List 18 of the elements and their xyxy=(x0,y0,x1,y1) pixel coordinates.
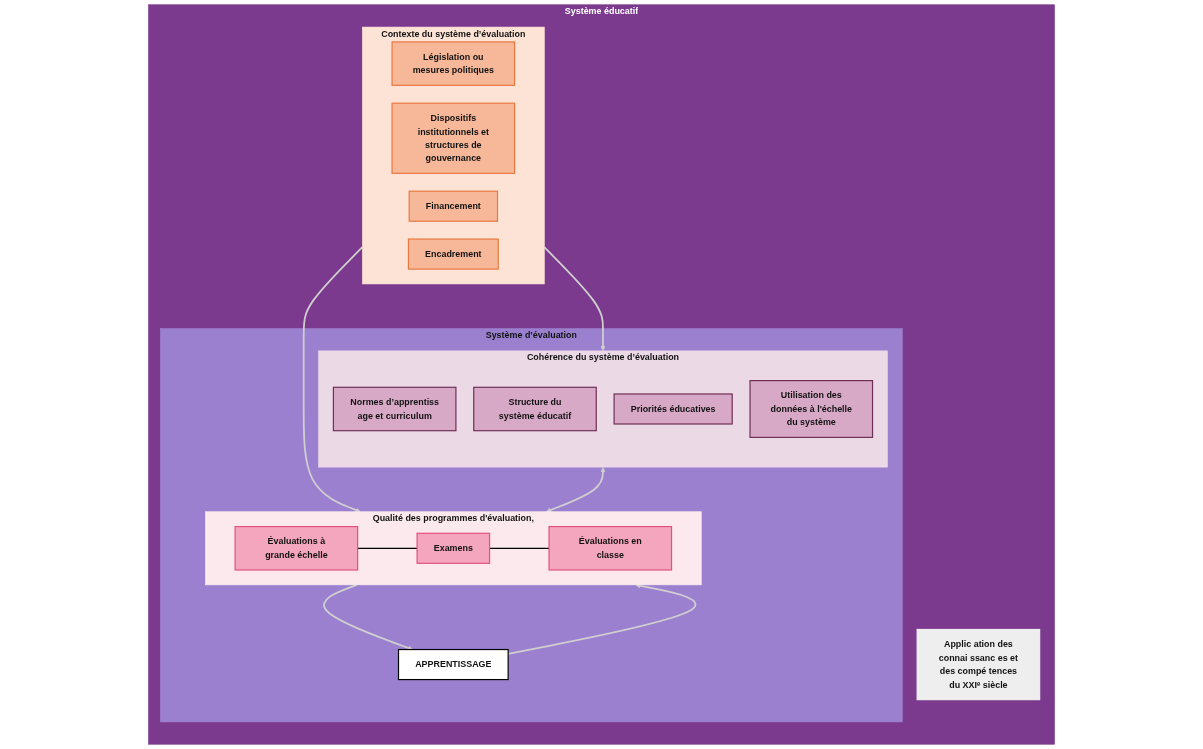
node-box: Évaluations en classe xyxy=(548,526,673,571)
node-box: Financement xyxy=(408,190,499,222)
node-box: Encadrement xyxy=(407,238,499,270)
node-box: Applic ation des connai ssanc es et des compé tences du XXIᵉ siècle xyxy=(916,628,1041,701)
connector xyxy=(357,547,418,549)
node-box: APPRENTISSAGE xyxy=(397,648,509,681)
node-box: Dispositifs institutionnels et structures de gouvernance xyxy=(391,102,516,174)
arrow xyxy=(543,246,606,352)
node-box: Évaluations à grande échelle xyxy=(234,526,359,571)
node-box: Examens xyxy=(416,532,491,564)
node-box: Utilisation des données à l'échelle du système xyxy=(749,380,874,438)
node-box: Normes d’apprentiss age et curriculum xyxy=(332,386,457,432)
node-box: Structure du système éducatif xyxy=(473,386,597,432)
arrow xyxy=(302,246,364,513)
node-box: Législation ou mesures politiques xyxy=(391,41,516,86)
arrow xyxy=(546,467,606,513)
node-box: Priorités éducatives xyxy=(613,393,733,425)
arrow xyxy=(323,584,413,651)
